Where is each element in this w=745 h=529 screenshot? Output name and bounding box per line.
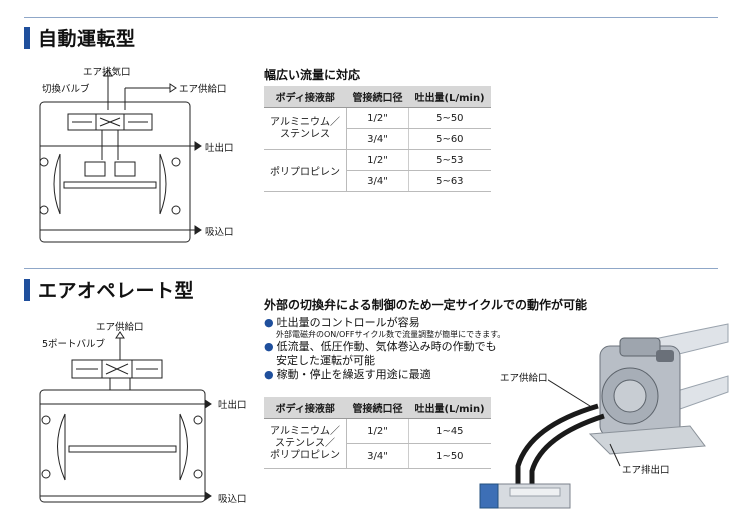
air-subhead: 外部の切換弁による制御のため一定サイクルでの動作が可能 bbox=[264, 298, 588, 312]
pump-photo bbox=[479, 323, 729, 509]
list-item: ●低流量、低圧作動、気体巻込み時の作動でも bbox=[264, 340, 497, 353]
air-label-port-valve: 5ポートバルブ bbox=[42, 339, 106, 350]
th-body: ボディ接液部 bbox=[264, 86, 347, 108]
th-flow: 吐出量(L/min) bbox=[408, 86, 491, 108]
list-item-cont: 安定した運転が可能 bbox=[276, 354, 375, 367]
list-item-note: 外部電磁弁のON/OFFサイクル数で流量調整が簡単にできます。 bbox=[276, 330, 506, 339]
table-row: ポリプロピレン 1/2" 5~53 bbox=[264, 149, 491, 192]
auto-label-discharge: 吐出口 bbox=[205, 143, 234, 154]
auto-label-suction: 吸込口 bbox=[205, 227, 234, 238]
photo-label-air-exhaust: エア排出口 bbox=[622, 462, 670, 476]
photo-label-air-supply: エア供給口 bbox=[500, 370, 548, 384]
air-bullets: ●吐出量のコントロールが容易 外部電磁弁のON/OFFサイクル数で流量調整が簡単… bbox=[264, 316, 564, 382]
auto-label-air-exhaust: エア排気口 bbox=[83, 67, 131, 78]
auto-label-air-supply: エア供給口 bbox=[179, 84, 227, 95]
th-body: ボディ接液部 bbox=[264, 397, 347, 419]
body-cell: アルミニウム／ ステンレス／ ポリプロピレン bbox=[264, 418, 347, 469]
air-label-suction: 吸込口 bbox=[218, 494, 247, 505]
th-size: 管接続口径 bbox=[346, 86, 409, 108]
auto-pump-diagram bbox=[39, 69, 202, 243]
air-section-title: エアオペレート型 bbox=[24, 276, 194, 303]
table-row: 3/4" 5~60 bbox=[264, 128, 491, 150]
list-item: ●稼動・停止を繰返す用途に最適 bbox=[264, 368, 431, 381]
air-pump-diagram bbox=[39, 331, 212, 503]
table-row: アルミニウム／ ステンレス／ ポリプロピレン 1/2" 1~45 bbox=[264, 418, 491, 469]
air-spec-table: ボディ接液部 管接続口径 吐出量(L/min) アルミニウム／ ステンレス／ ポ… bbox=[264, 397, 491, 469]
mid-rule bbox=[24, 268, 718, 269]
top-rule bbox=[24, 17, 718, 18]
th-size: 管接続口径 bbox=[346, 397, 409, 419]
auto-subhead: 幅広い流量に対応 bbox=[264, 68, 361, 82]
title-accent-bar bbox=[24, 278, 30, 301]
auto-label-switch-valve: 切換バルブ bbox=[42, 84, 90, 95]
body-cell: アルミニウム／ ステンレス bbox=[264, 107, 347, 150]
table-row: 3/4" 5~63 bbox=[264, 170, 491, 192]
table-row: 3/4" 1~50 bbox=[264, 443, 491, 469]
list-item: ●吐出量のコントロールが容易 bbox=[264, 316, 420, 329]
title-accent-bar bbox=[24, 26, 30, 49]
air-label-discharge: 吐出口 bbox=[218, 400, 247, 411]
auto-section-title: 自動運転型 bbox=[24, 24, 136, 51]
th-flow: 吐出量(L/min) bbox=[408, 397, 491, 419]
air-label-air-supply: エア供給口 bbox=[96, 322, 144, 333]
body-cell: ポリプロピレン bbox=[264, 149, 347, 192]
auto-spec-table: ボディ接液部 管接続口径 吐出量(L/min) アルミニウム／ ステンレス 1/… bbox=[264, 86, 491, 192]
table-row: アルミニウム／ ステンレス 1/2" 5~50 bbox=[264, 107, 491, 150]
